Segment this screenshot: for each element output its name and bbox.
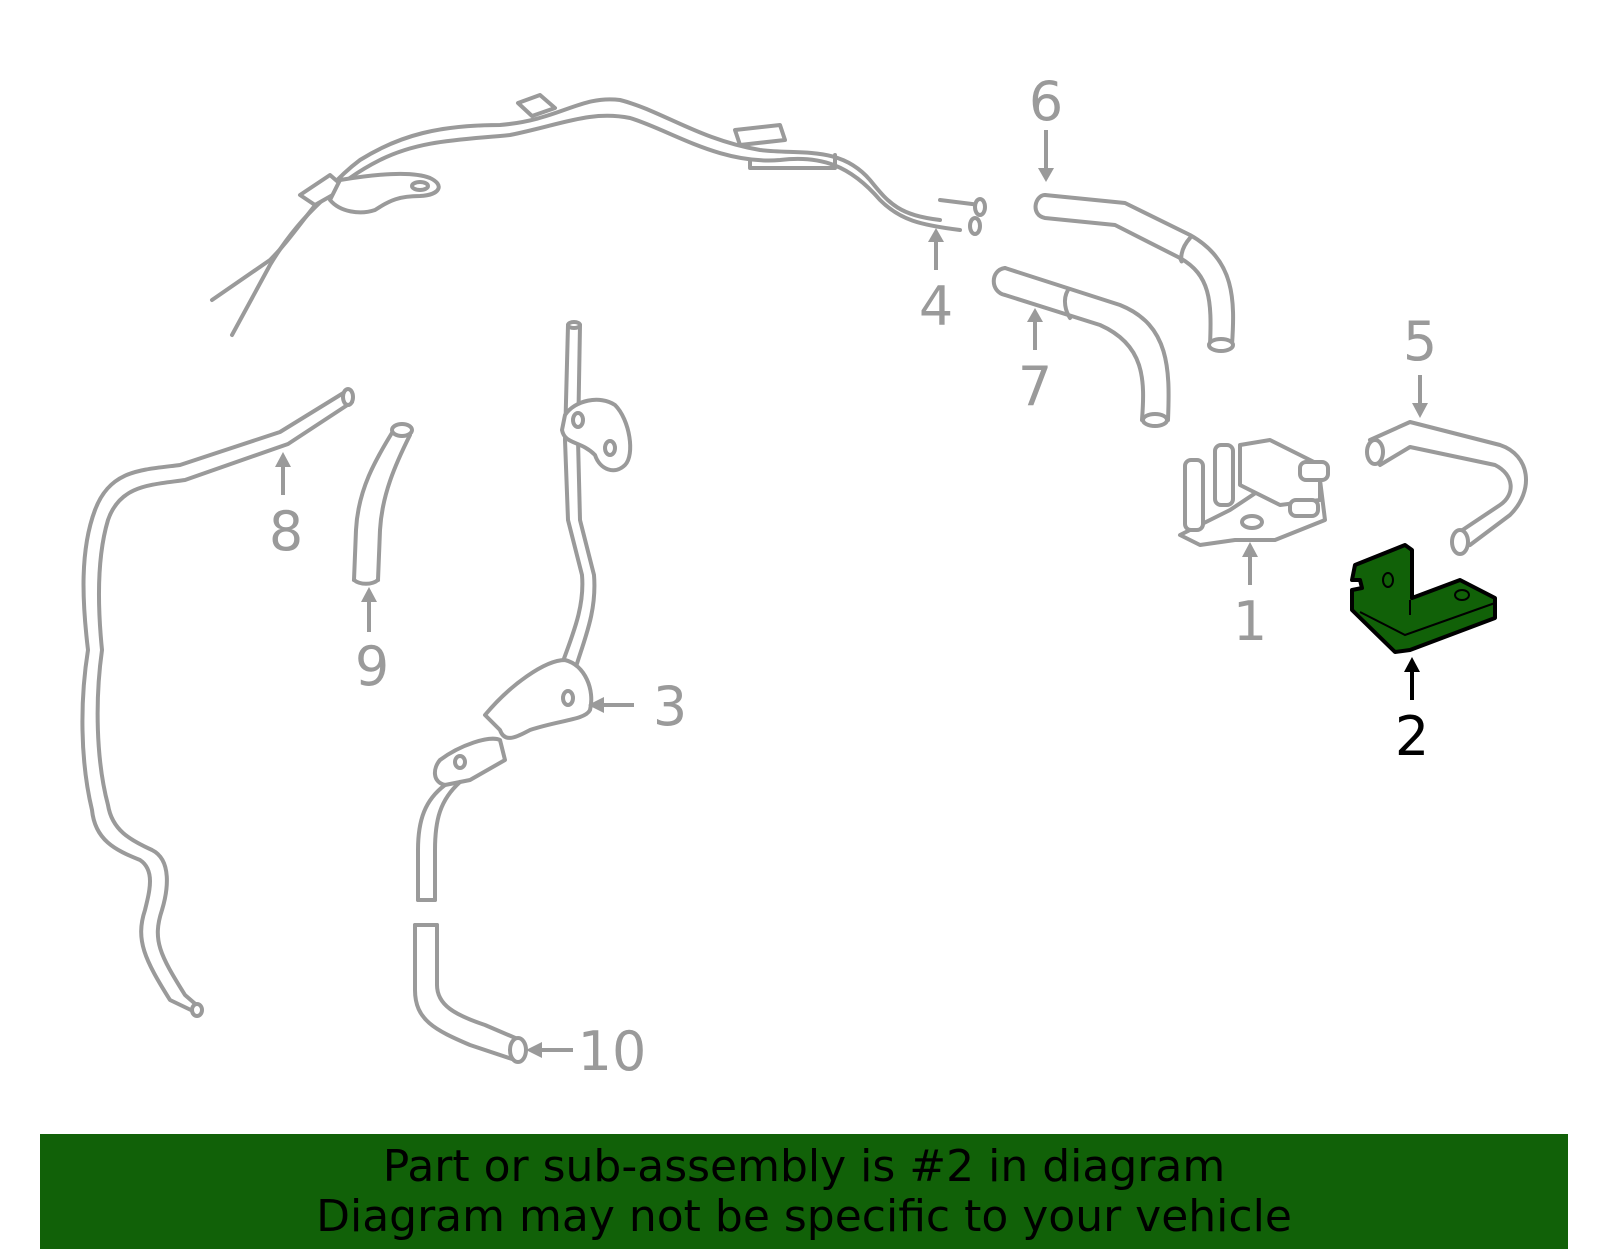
callout-10[interactable]: 10 [578,1020,647,1083]
banner-line-part: Part or sub-assembly is #2 in diagram [382,1141,1226,1192]
callout-2[interactable]: 2 [1395,705,1429,768]
part-1-valve[interactable] [1178,438,1330,547]
callout-1[interactable]: 1 [1233,590,1267,653]
banner-line-disclaimer: Diagram may not be specific to your vehi… [316,1191,1292,1242]
callout-7[interactable]: 7 [1018,355,1052,418]
callout-8[interactable]: 8 [269,500,303,563]
part-10-hose[interactable] [413,923,528,1064]
part-2-bracket[interactable] [1350,543,1497,654]
callout-5[interactable]: 5 [1403,310,1437,373]
part-9-hose[interactable] [352,422,414,586]
part-8-hose[interactable] [80,387,355,1018]
callout-3[interactable]: 3 [653,675,687,738]
callout-labels: 6 4 7 5 1 2 3 8 9 10 [269,70,1437,1083]
part-4-pipe-assembly[interactable] [210,93,987,337]
callout-6[interactable]: 6 [1029,70,1063,133]
part-6-hose[interactable] [1033,193,1236,353]
callout-9[interactable]: 9 [355,635,389,698]
callout-4[interactable]: 4 [919,275,953,338]
callout-arrows [275,130,1428,1058]
info-banner: Part or sub-assembly is #2 in diagram Di… [40,1134,1568,1249]
part-3-pipe[interactable] [416,320,633,902]
part-5-hose[interactable] [1365,420,1528,556]
part-7-hose[interactable] [991,266,1171,428]
